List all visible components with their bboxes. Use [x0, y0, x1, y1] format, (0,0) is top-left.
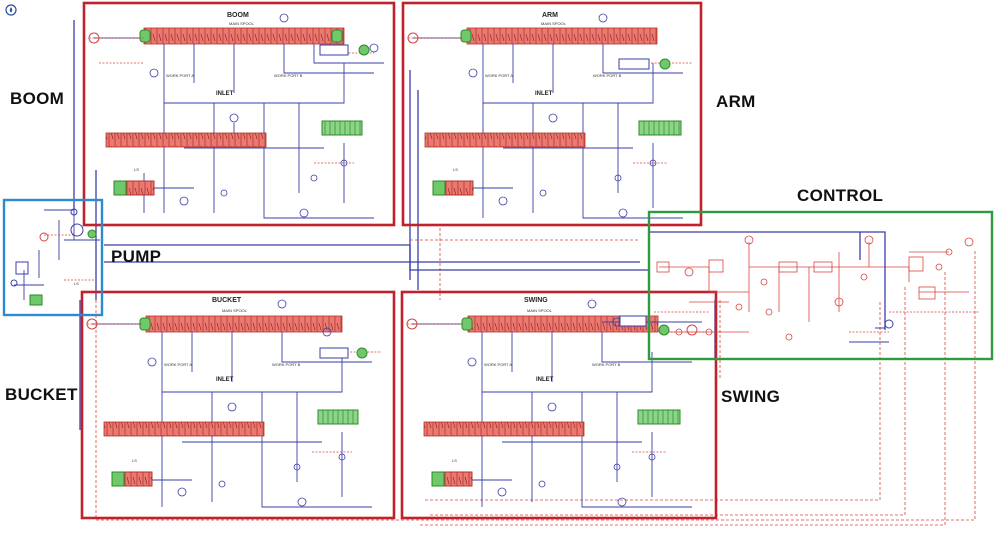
bucket-ls-actuator	[111, 471, 125, 487]
arm-section-title: ARM	[542, 12, 558, 19]
label-swing: SWING	[721, 387, 781, 406]
main-hydraulic-lines	[73, 20, 886, 430]
arm-cylinder	[638, 120, 682, 136]
arm-inlet-label: INLET	[535, 91, 553, 97]
boom-ls-actuator	[113, 180, 127, 196]
boom-section-border	[82, 1, 396, 227]
arm-work-port-b: WORK PORT B	[593, 73, 622, 78]
boom-work-port-a: WORK PORT A	[166, 73, 194, 78]
arm-ls-actuator	[432, 180, 446, 196]
section-bucket: BUCKET MAIN SPOOL WORK PORT A WORK PORT …	[80, 290, 396, 520]
boom-relief-block	[319, 44, 349, 56]
pump-symbol	[70, 223, 84, 237]
boom-section-title: BOOM	[227, 12, 249, 19]
bucket-main-spool-valve	[145, 315, 343, 333]
swing-section-border	[400, 290, 718, 520]
pump-control	[39, 232, 49, 242]
arm-inlet-valve	[424, 132, 586, 148]
bucket-relief-block	[319, 347, 349, 359]
swing-inlet-valve	[423, 421, 585, 437]
bucket-work-port-b: WORK PORT B	[272, 362, 301, 367]
arm-ls-label: LS	[453, 167, 458, 172]
control-pump-link	[884, 319, 894, 329]
label-bucket: BUCKET	[5, 385, 78, 404]
label-control: CONTROL	[797, 186, 884, 205]
boom-main-spool-valve	[143, 27, 345, 45]
section-boom: BOOM MAIN SPOOL WORK PORT A WORK PORT B …	[82, 1, 396, 227]
swing-motor-sensor	[686, 324, 698, 336]
bucket-cylinder	[317, 409, 359, 425]
boom-cylinder	[321, 120, 363, 136]
swing-work-port-b: WORK PORT B	[592, 362, 621, 367]
boom-actuator-small	[139, 29, 151, 43]
boom-inlet-label: INLET	[216, 91, 234, 97]
pump-tank	[29, 294, 43, 306]
label-arm: ARM	[716, 92, 756, 111]
label-pump: PUMP	[111, 247, 162, 266]
swing-source	[406, 318, 418, 330]
pump-filter	[15, 261, 29, 275]
section-arm: ARM MAIN SPOOL WORK PORT A WORK PORT B I…	[401, 1, 703, 227]
swing-work-port-a: WORK PORT A	[484, 362, 512, 367]
swing-ls-actuator	[431, 471, 445, 487]
boom-actuator-small-right	[331, 29, 343, 43]
bucket-work-port-a: WORK PORT A	[164, 362, 192, 367]
section-control	[647, 210, 994, 361]
swing-relief-block	[619, 315, 647, 327]
bucket-section-title: BUCKET	[212, 297, 242, 304]
boom-ls-label: LS	[134, 167, 139, 172]
label-boom: BOOM	[10, 89, 65, 108]
bucket-section-border	[80, 290, 396, 520]
section-pump: LS	[2, 198, 104, 317]
control-section-border	[647, 210, 994, 361]
boom-inlet-valve	[105, 132, 267, 148]
bucket-inlet-label: INLET	[216, 377, 234, 383]
arm-motor	[659, 58, 671, 70]
arm-main-spool-valve	[466, 27, 658, 45]
swing-section-title: SWING	[524, 297, 548, 304]
swing-inlet-label: INLET	[536, 377, 554, 383]
boom-source	[88, 32, 100, 44]
bucket-actuator-small	[139, 317, 151, 331]
pump-relief	[10, 279, 18, 287]
drop-icon	[5, 4, 17, 16]
section-swing: SWING MAIN SPOOL WORK PORT A WORK PORT B…	[400, 290, 718, 520]
arm-work-port-a: WORK PORT A	[485, 73, 513, 78]
bucket-inlet-valve	[103, 421, 265, 437]
swing-motor	[658, 324, 670, 336]
swing-ls-label: LS	[452, 458, 457, 463]
boom-motor	[358, 44, 370, 56]
arm-actuator-small	[460, 29, 472, 43]
arm-main-spool-label: MAIN SPOOL	[541, 21, 567, 26]
boom-main-spool-label: MAIN SPOOL	[229, 21, 255, 26]
arm-section-border	[401, 1, 703, 227]
bucket-main-spool-label: MAIN SPOOL	[222, 308, 248, 313]
arm-relief-block	[618, 58, 650, 70]
swing-main-spool-label: MAIN SPOOL	[527, 308, 553, 313]
bucket-source	[86, 318, 98, 330]
arm-source	[407, 32, 419, 44]
swing-actuator-small	[461, 317, 473, 331]
pump-motor	[87, 229, 97, 239]
boom-work-port-b: WORK PORT B	[274, 73, 303, 78]
pump-ls-label: LS	[74, 281, 79, 286]
pump-gauge	[70, 208, 78, 216]
pump-section-border	[2, 198, 104, 317]
swing-cylinder	[637, 409, 681, 425]
bucket-ls-label: LS	[132, 458, 137, 463]
bucket-motor	[356, 347, 368, 359]
